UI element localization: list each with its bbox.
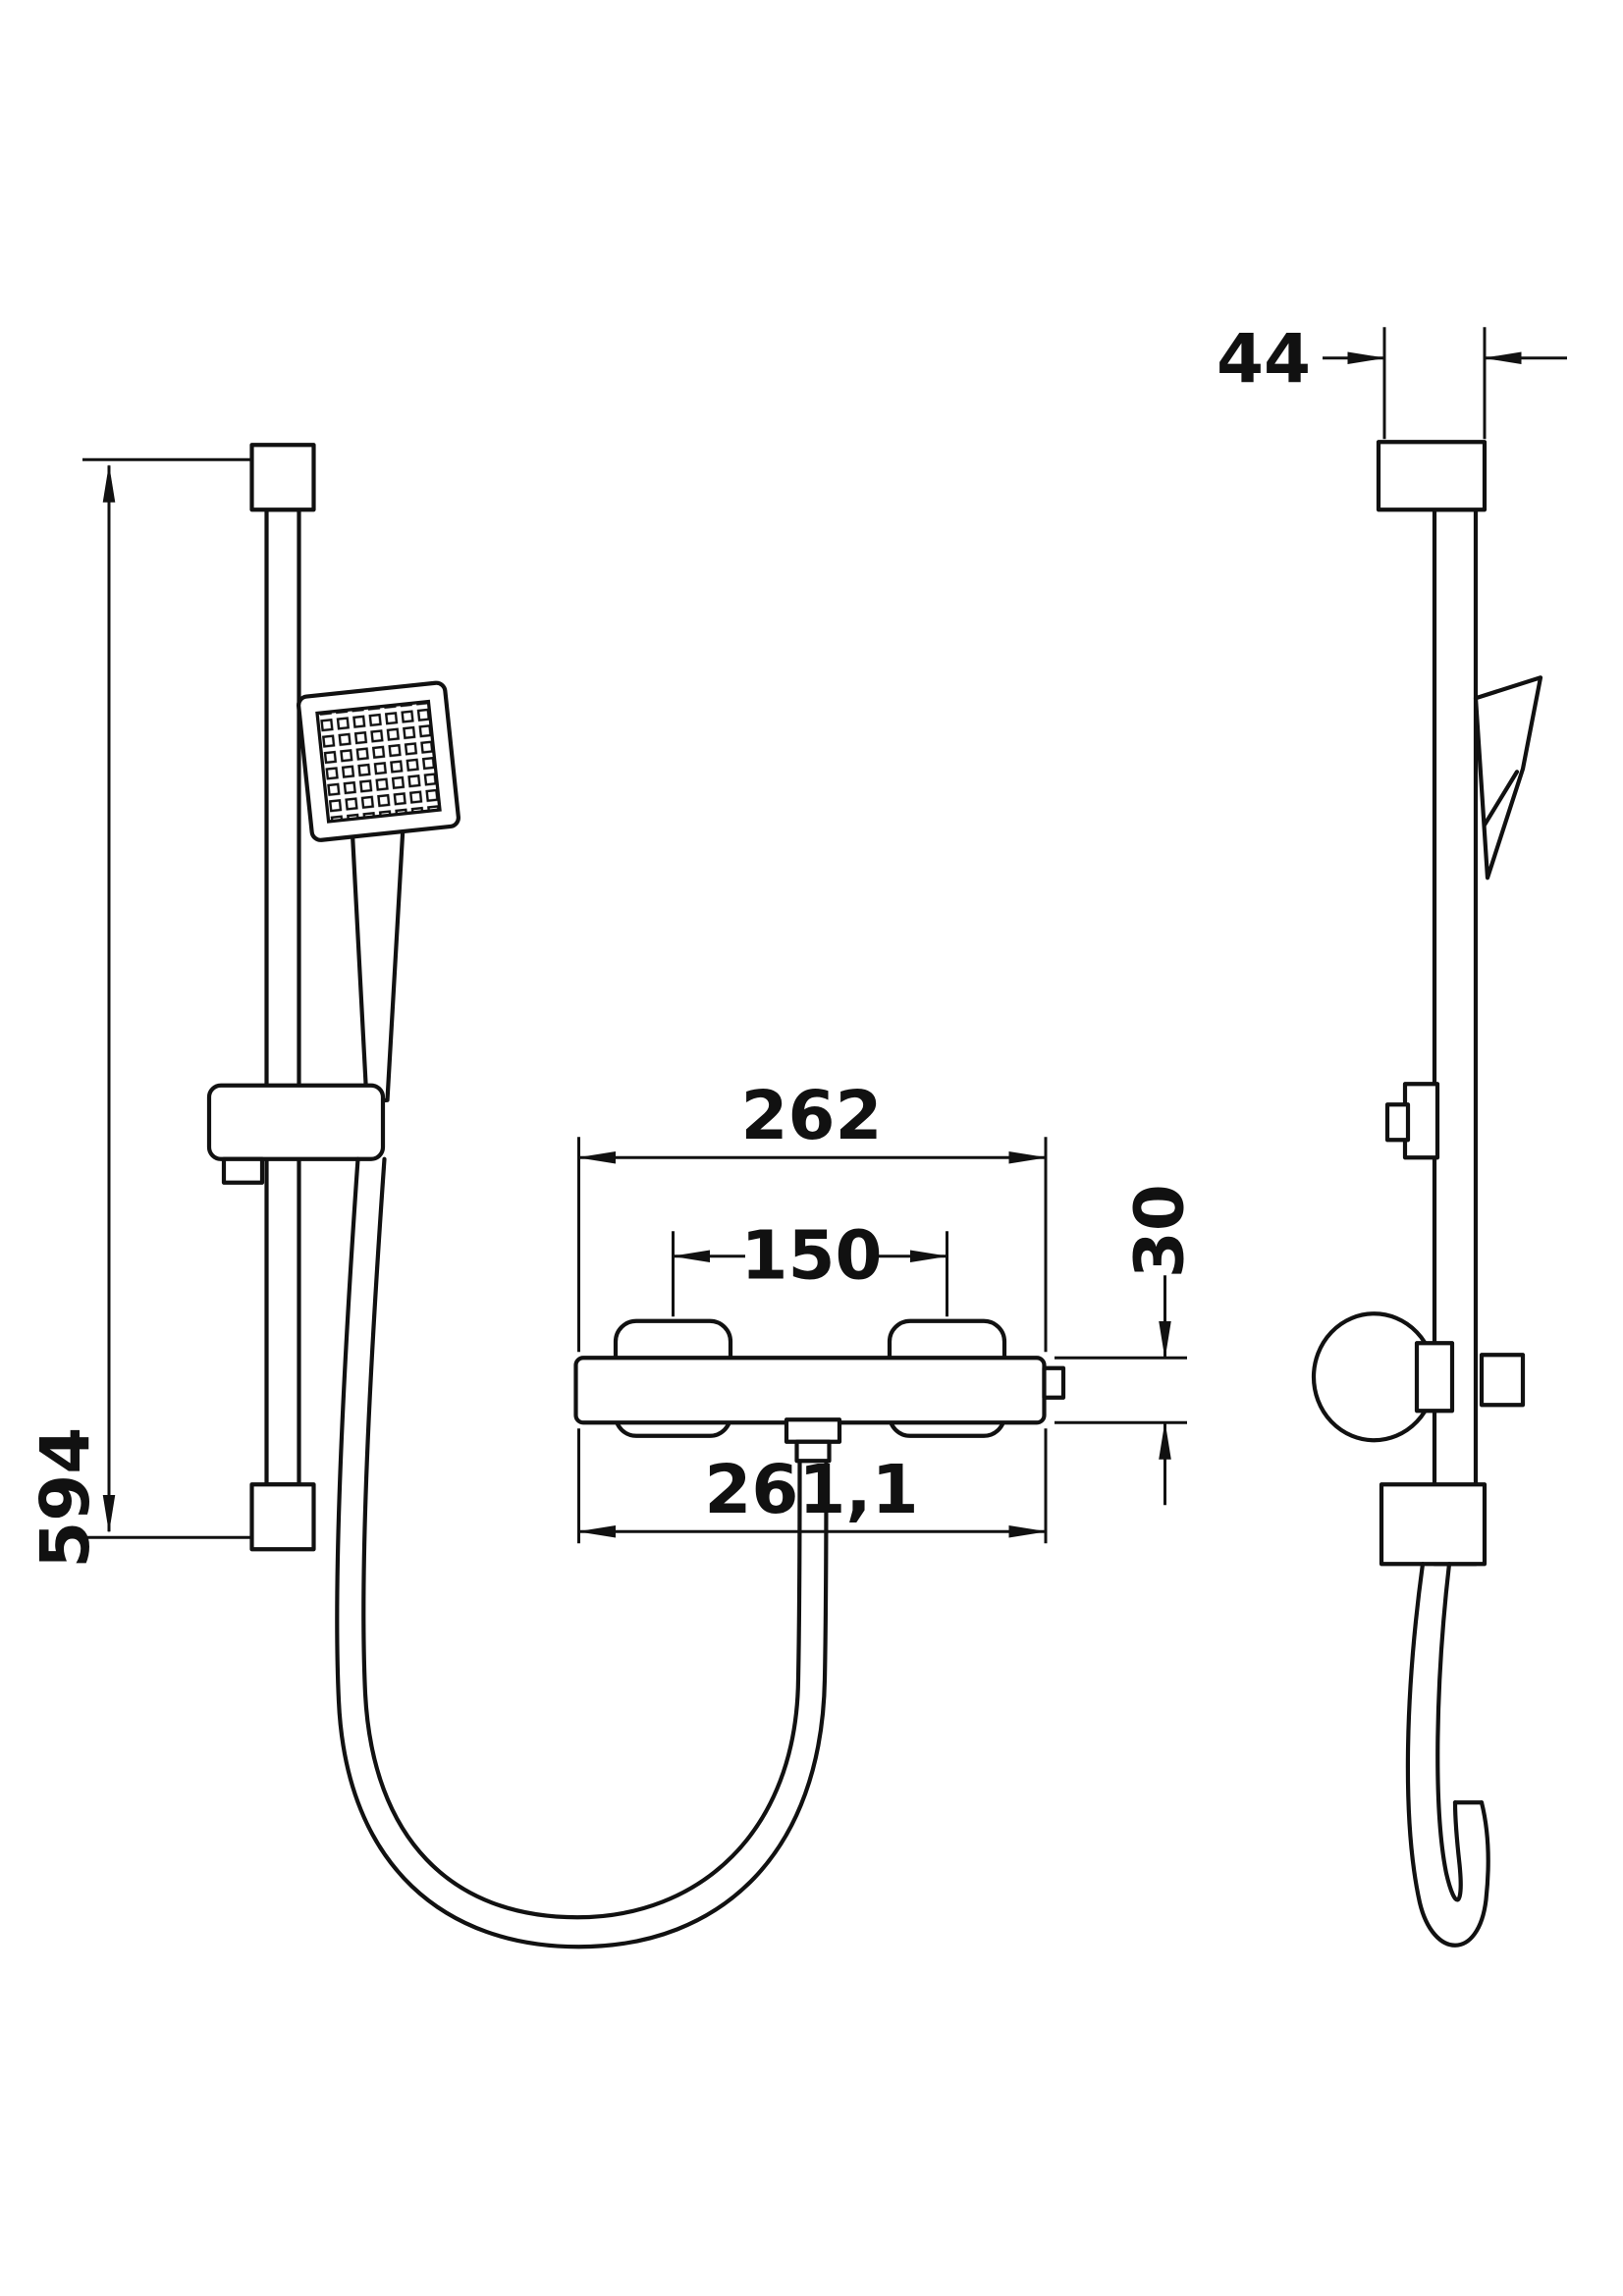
dim-label-262: 262: [740, 1077, 882, 1155]
rail-top-cap-front: [249, 443, 316, 512]
handset-nozzle-grid: [315, 699, 442, 824]
dimension-inlet-spacing: 150: [672, 1216, 948, 1317]
dimension-rail-height: 594: [27, 457, 253, 1569]
dimension-valve-width-lower: 261,1: [577, 1428, 1048, 1544]
dim-label-44: 44: [1217, 320, 1311, 399]
dim-label-background: [745, 1216, 878, 1291]
rail-body-front: [264, 507, 301, 1487]
dim-label-30: 30: [1121, 1184, 1200, 1278]
valve-bar-body: [573, 1356, 1047, 1425]
dim-label-594: 594: [27, 1427, 105, 1569]
rail-bottom-cap-front: [249, 1482, 316, 1552]
hose-outer-edge-front: [335, 1156, 829, 1949]
valve-outlet-side: [1479, 1353, 1526, 1408]
valve-outlet-nut-upper: [784, 1417, 842, 1444]
slider-bracket-front: [206, 1083, 386, 1161]
handset-head-front: [297, 680, 460, 842]
dimension-valve-width: 262: [577, 1077, 1048, 1353]
handset-side: [1473, 675, 1543, 881]
dim-label-261-1: 261,1: [704, 1451, 918, 1529]
hose-inner-edge-side: [1435, 1562, 1463, 1902]
lower-bracket-side: [1379, 1482, 1488, 1567]
rail-top-cap-side: [1376, 440, 1488, 512]
valve-body-side: [1414, 1341, 1455, 1414]
handset-side-detail-line: [1482, 770, 1520, 828]
dimension-rail-depth: 44: [1217, 320, 1567, 440]
hose-inner-edge-front: [361, 1156, 802, 1920]
slider-bracket-tab-front: [221, 1156, 265, 1185]
valve-side-knob: [1042, 1365, 1066, 1400]
hose-outer-edge-side: [1405, 1562, 1490, 1948]
slider-bracket-knob-side: [1384, 1102, 1411, 1143]
dim-label-150: 150: [740, 1216, 882, 1295]
dimension-valve-height: 30: [1055, 1184, 1200, 1506]
handset-handle-front: [350, 815, 406, 1104]
side-view: 44: [1217, 320, 1567, 1948]
valve-outlet-nut-lower: [794, 1439, 832, 1464]
front-view: 594 262 150: [27, 443, 1200, 1949]
